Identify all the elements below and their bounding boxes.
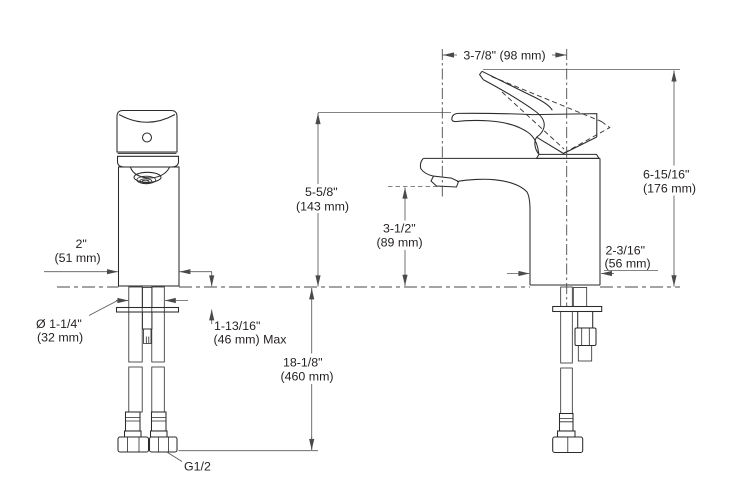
side-handle-arm-top — [451, 112, 598, 137]
dim-max-deck-thickness-in: 1-13/16" — [214, 319, 260, 333]
front-handle-cap — [116, 109, 178, 153]
front-handle-base-ring — [116, 155, 180, 168]
centerlines — [441, 49, 568, 306]
front-spout-column — [117, 166, 180, 287]
side-lever-top — [481, 70, 553, 111]
dim-base-depth-mm: (56 mm) — [605, 257, 651, 271]
side-handle-arm-bottom — [451, 118, 540, 155]
dim-supply-length-in: 18-1/8" — [283, 356, 323, 370]
dim-hole-diameter-mm: (32 mm) — [37, 331, 83, 345]
dim-supply-length-mm: (460 mm) — [281, 370, 334, 384]
dim-supply-thread: G1/2 — [184, 460, 211, 474]
dim-spout-reach: 3-7/8" (98 mm) — [463, 49, 545, 63]
side-aerator — [430, 175, 460, 188]
front-right-hex-nut — [148, 436, 178, 453]
side-lever-tip — [478, 70, 484, 80]
dim-hole-diameter-in: Ø 1-1/4" — [36, 317, 82, 331]
front-left-hex-nut — [117, 436, 150, 453]
front-supply-assembly — [115, 286, 180, 453]
side-hex-nut — [574, 327, 597, 347]
side-valve-body — [577, 310, 594, 329]
dimension-labels: 3-7/8" (98 mm) 6-15/16" (176 mm) 5-5/8" … — [36, 46, 702, 474]
side-spout-nose — [419, 158, 434, 177]
dim-spout-outlet-height-mm: (89 mm) — [377, 236, 423, 250]
side-lever-bottom — [482, 79, 545, 155]
side-handle-joint — [536, 136, 598, 155]
front-faucet-body — [116, 109, 180, 287]
side-supply-assembly — [552, 286, 603, 454]
dim-base-width-in: 2" — [76, 237, 87, 251]
side-handle-base-cap — [535, 153, 600, 159]
dim-base-depth-in: 2-3/16" — [606, 244, 646, 258]
side-faucet-body — [419, 70, 611, 286]
dim-max-deck-thickness-mm: (46 mm) Max — [214, 333, 288, 347]
dim-handle-height-in: 5-5/8" — [305, 185, 338, 199]
faucet-side-view — [419, 70, 611, 454]
side-body-edges — [423, 157, 601, 286]
dim-handle-height-mm: (143 mm) — [296, 200, 349, 214]
dim-spout-outlet-height-in: 3-1/2" — [383, 222, 416, 236]
front-handle-button — [141, 132, 153, 143]
dimension-arrows — [44, 52, 677, 450]
faucet-front-view — [115, 109, 180, 453]
side-spout-underside — [456, 178, 531, 285]
dim-base-width-mm: (51 mm) — [55, 251, 101, 265]
dim-overall-height-mm: (176 mm) — [643, 182, 696, 196]
dim-overall-height-in: 6-15/16" — [643, 168, 689, 182]
